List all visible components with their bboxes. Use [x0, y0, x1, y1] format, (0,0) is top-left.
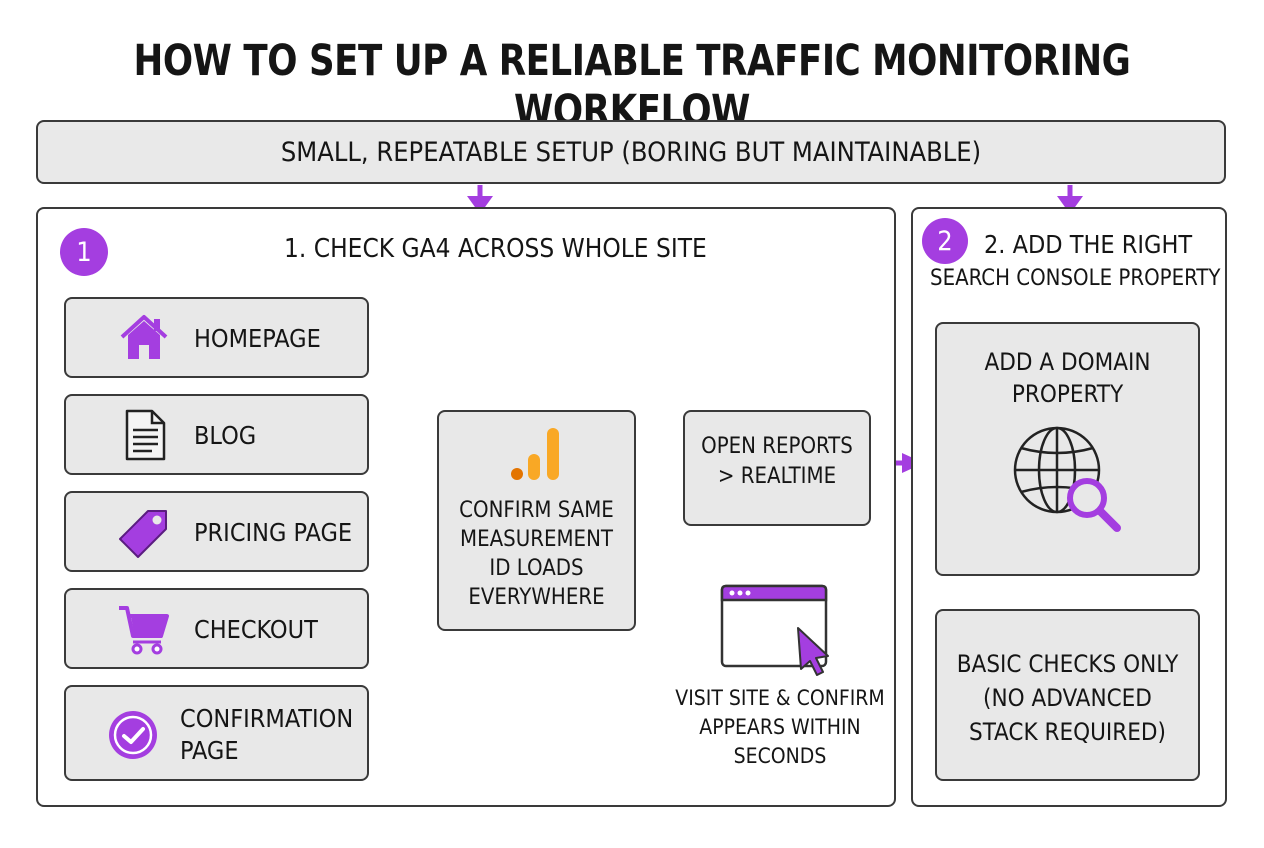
domain-box-line1: ADD A DOMAIN [984, 348, 1151, 376]
open-reports-line1: OPEN REPORTS [701, 434, 853, 459]
visit-caption-line2: APPEARS WITHIN [699, 715, 861, 739]
basic-line2: (NO ADVANCED [983, 684, 1152, 712]
banner-text: SMALL, REPEATABLE SETUP (BORING BUT MAIN… [280, 136, 982, 168]
page-item-label: HOMEPAGE [194, 324, 321, 353]
confirm-text: CONFIRM SAME MEASUREMENT ID LOADS EVERYW… [459, 498, 614, 610]
shopping-cart-icon [119, 606, 169, 655]
page-item-label: BLOG [194, 421, 257, 450]
page-item-checkout: CHECKOUT [64, 588, 369, 669]
visit-caption-line1: VISIT SITE & CONFIRM [675, 686, 885, 710]
confirm-measurement-box: CONFIRM SAME MEASUREMENT ID LOADS EVERYW… [437, 410, 636, 631]
document-icon [125, 409, 166, 461]
visit-caption-line3: SECONDS [733, 744, 827, 768]
browser-window-icon [720, 584, 829, 676]
open-reports-box: OPEN REPORTS > REALTIME [683, 410, 871, 526]
house-icon [120, 315, 168, 359]
page-title: HOW TO SET UP A RELIABLE TRAFFIC MONITOR… [133, 36, 1131, 136]
basic-checks-box: BASIC CHECKS ONLY (NO ADVANCED STACK REQ… [935, 609, 1200, 781]
price-tag-icon [119, 510, 167, 558]
page-item-homepage: HOMEPAGE [64, 297, 369, 378]
page-item-pricing: PRICING PAGE [64, 491, 369, 572]
setup-banner: SMALL, REPEATABLE SETUP (BORING BUT MAIN… [36, 120, 1226, 184]
basic-line3: STACK REQUIRED) [969, 718, 1166, 746]
visit-caption: VISIT SITE & CONFIRM APPEARS WITHIN SECO… [660, 684, 900, 771]
domain-property-box: ADD A DOMAIN PROPERTY [935, 322, 1200, 576]
step2-badge: 2 [922, 218, 968, 264]
open-reports-line2: > REALTIME [717, 464, 837, 489]
globe-search-icon [1013, 426, 1121, 532]
step2-heading-line2: SEARCH CONSOLE PROPERTY [930, 266, 1221, 291]
check-circle-icon [109, 711, 157, 759]
analytics-bar-chart-icon [511, 428, 559, 480]
step1-badge: 1 [60, 228, 108, 276]
step2-heading-line1: 2. ADD THE RIGHT [984, 230, 1193, 259]
domain-box-line2: PROPERTY [1011, 380, 1124, 408]
page-item-label: PRICING PAGE [194, 518, 353, 547]
step1-heading: 1. CHECK GA4 ACROSS WHOLE SITE [284, 234, 707, 264]
page-item-blog: BLOG [64, 394, 369, 475]
page-item-label: CONFIRMATION PAGE [180, 704, 354, 765]
page-item-label: CHECKOUT [194, 615, 318, 644]
basic-line1: BASIC CHECKS ONLY [956, 650, 1179, 678]
page-item-confirmation: CONFIRMATION PAGE [64, 685, 369, 781]
